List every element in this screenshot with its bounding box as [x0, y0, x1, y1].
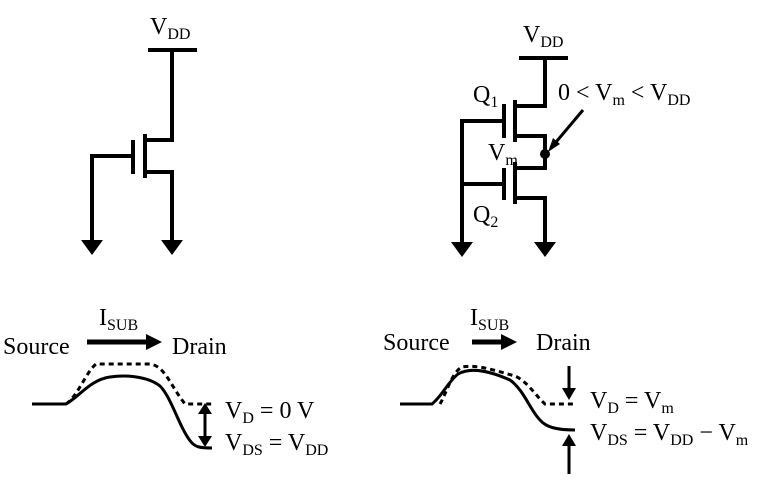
q2-label: Q2: [473, 202, 498, 231]
vm-pointer-head: [548, 138, 560, 152]
left-solid-band-curve: [32, 374, 213, 450]
right-isub-arrow-head: [501, 334, 517, 350]
right-vds-arrow-head: [562, 434, 576, 446]
left-source-ground-arrow: [161, 240, 183, 255]
q1-drain-wire: [513, 58, 547, 108]
q1-label: Q1: [473, 82, 498, 111]
vm-node-dot: [540, 149, 550, 159]
left-drain-label: Drain: [172, 334, 227, 360]
right-band-diagram: ISUB Source Drain VD = Vm VDS = VDD − Vm: [383, 305, 749, 474]
left-source-wire: [143, 170, 174, 242]
vm-condition-label: 0 < Vm < VDD: [558, 80, 690, 109]
left-isub-label: ISUB: [99, 305, 138, 334]
right-vd-label: VD = Vm: [590, 388, 674, 417]
right-vd-arrow-head: [562, 388, 576, 400]
right-drain-label: Drain: [536, 330, 591, 356]
left-vds-label: VDS = VDD: [225, 430, 328, 459]
right-solid-band-curve: [400, 368, 576, 432]
right-vdd-label: VDD: [523, 22, 563, 51]
left-gate-wire: [90, 154, 135, 242]
right-vds-label: VDS = VDD − Vm: [590, 420, 749, 449]
right-dashed-band-curve: [438, 364, 575, 406]
right-gate-ground-arrow: [451, 242, 473, 257]
right-source-ground-arrow: [534, 242, 556, 257]
left-vds-arrow-up: [198, 403, 212, 414]
q2-source-wire: [513, 196, 547, 244]
left-gate-ground-arrow: [81, 240, 103, 255]
left-isub-arrow-head: [146, 334, 162, 350]
left-vds-arrow-down: [198, 436, 212, 447]
vm-label: Vm: [488, 140, 518, 169]
left-drain-wire: [143, 50, 174, 142]
left-circuit: VDD: [81, 14, 197, 255]
left-dashed-band-curve: [65, 362, 212, 406]
right-circuit: VDD Q1 Q2 Vm 0 < Vm < VDD: [451, 22, 690, 257]
left-source-label: Source: [3, 334, 70, 360]
left-vd-label: VD = 0 V: [225, 398, 315, 427]
left-band-diagram: ISUB Source Drain VD = 0 V VDS = VDD: [3, 305, 328, 459]
right-isub-label: ISUB: [470, 305, 509, 334]
left-vdd-label: VDD: [150, 14, 190, 43]
gate-bus-wire: [460, 119, 506, 244]
right-source-label: Source: [383, 330, 450, 356]
